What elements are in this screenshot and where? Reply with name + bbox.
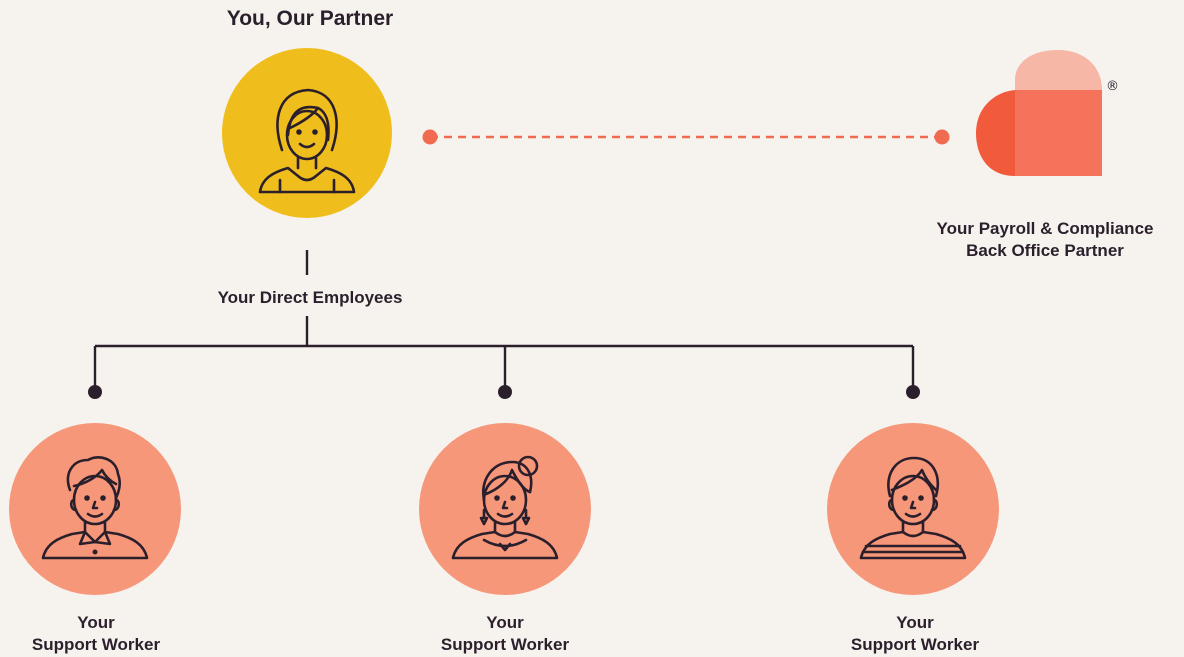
worker-1-label: Your Support Worker [0,612,196,656]
worker-3-label-line2: Support Worker [850,635,980,654]
trademark-symbol: ® [1106,79,1119,94]
branch-dot-3 [906,385,920,399]
worker-2-label-line2: Support Worker [440,635,570,654]
payroll-label-line2: Back Office Partner [966,241,1124,260]
payroll-partner-label: Your Payroll & Compliance Back Office Pa… [900,218,1184,262]
worker-3-label: Your Support Worker [815,612,1015,656]
man-striped-shirt-avatar-icon [859,456,967,560]
heart-logo-icon [976,50,1102,176]
man-avatar-icon [41,456,149,560]
worker-1-label-line2: Support Worker [31,635,161,654]
connector-start-dot [422,129,438,145]
worker-3-label-line1: Your [896,613,934,632]
worker-2-label: Your Support Worker [405,612,605,656]
direct-employees-label: Your Direct Employees [217,288,403,307]
worker-1-label-line1: Your [77,613,115,632]
worker-2-label-line1: Your [486,613,524,632]
tree-connectors [93,250,915,392]
branch-dot-1 [88,385,102,399]
partner-title: You, Our Partner [226,7,394,30]
payroll-label-line1: Your Payroll & Compliance [936,219,1154,238]
branch-dot-2 [498,385,512,399]
woman-bun-avatar-icon [451,455,559,560]
partner-circle [222,48,392,218]
woman-avatar-icon [258,88,356,194]
connector-end-dot [934,129,950,145]
